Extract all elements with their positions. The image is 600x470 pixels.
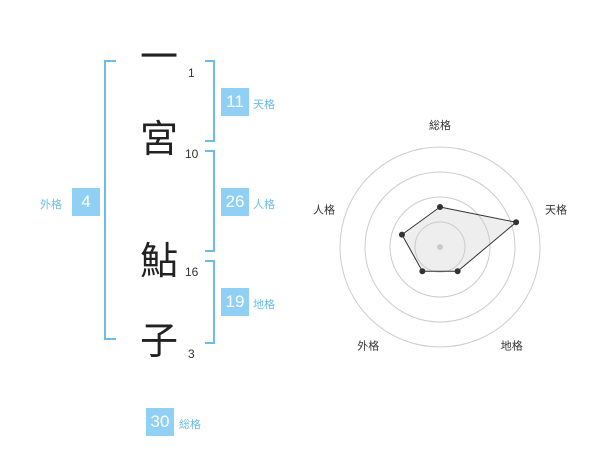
soukaku-label: 総格 [179, 418, 201, 431]
radar-polygon [401, 206, 518, 272]
radar-axis-label-4: 外格 [357, 339, 379, 353]
stroke-count-1: 1 [188, 66, 195, 80]
radar-point-3 [454, 268, 461, 275]
stroke-count-4: 3 [188, 347, 195, 361]
radar-center-dot [437, 244, 443, 250]
name-char-1: 一 [140, 35, 179, 79]
radar-ring-1 [414, 221, 466, 273]
radar-point-2 [513, 219, 520, 226]
name-char-3: 鮎 [140, 239, 179, 283]
jinkaku-value: 26 [221, 188, 249, 216]
radar-point-1 [437, 204, 443, 210]
name-char-2: 宮 [140, 117, 179, 161]
radar-ring-2 [389, 196, 491, 298]
radar-point-4 [419, 268, 426, 275]
jinkaku-bracket [205, 150, 215, 252]
tenkaku-label: 天格 [253, 98, 275, 111]
gaikaku-label: 外格 [40, 198, 62, 211]
radar-axis-label-5: 人格 [313, 202, 335, 216]
radar-ring-4 [339, 146, 541, 348]
gaikaku-bracket [104, 60, 116, 340]
radar-ring-3 [364, 171, 516, 323]
stroke-count-3: 16 [185, 265, 199, 279]
chikaku-bracket [205, 260, 215, 344]
jinkaku-label: 人格 [253, 198, 275, 211]
chikaku-value: 19 [221, 288, 249, 316]
stroke-count-2: 10 [185, 147, 199, 161]
tenkaku-bracket [205, 60, 215, 142]
name-char-4: 子 [140, 319, 179, 363]
chikaku-label: 地格 [253, 298, 275, 311]
tenkaku-value: 11 [221, 88, 249, 116]
gaikaku-value: 4 [72, 188, 100, 216]
radar-axis-label-2: 天格 [545, 202, 567, 216]
radar-axis-label-1: 総格 [429, 118, 451, 132]
soukaku-value: 30 [146, 408, 174, 436]
radar-axis-label-3: 地格 [501, 339, 523, 353]
radar-point-5 [398, 231, 405, 238]
